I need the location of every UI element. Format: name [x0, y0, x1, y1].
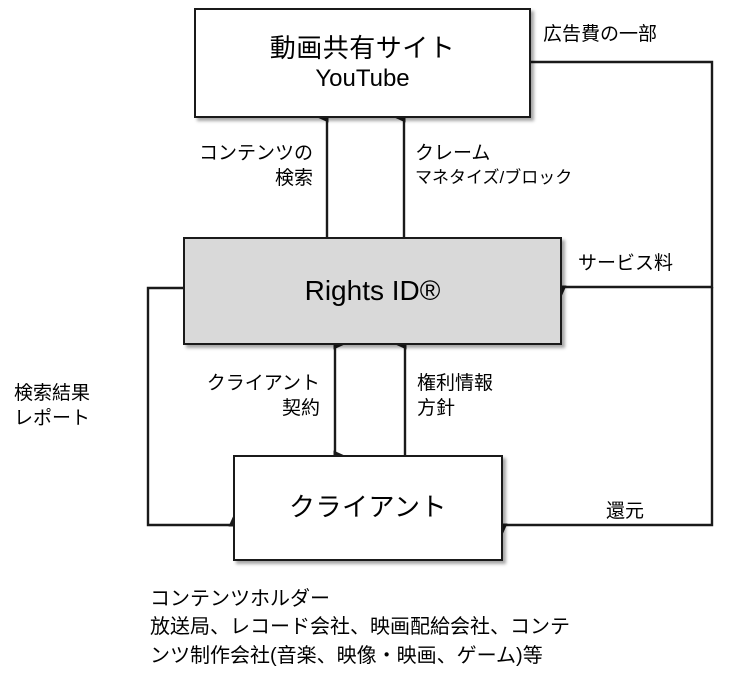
edge-label-client-contract: クライアント 契約: [170, 372, 320, 421]
edge-label-service-fee: サービス料: [578, 252, 738, 277]
edge-label-claim: クレーム マネタイズ/ブロック: [415, 142, 615, 189]
edge-label-rights-info-policy: 権利情報 方針: [417, 372, 567, 421]
edge-label-search-result-report: 検索結果 レポート: [14, 382, 154, 431]
edge-label-claim-sub: マネタイズ/ブロック: [415, 167, 573, 187]
edge-label-claim-main: クレーム: [415, 143, 491, 164]
edge-label-service-fee-main: サービス料: [578, 253, 674, 274]
edge-label-content-search: コンテンツの 検索: [158, 142, 313, 191]
node-rights-id[interactable]: Rights ID®: [183, 237, 562, 345]
edge-label-content-search-sub: 検索: [274, 167, 313, 189]
edge-label-rights-info-policy-main: 権利情報: [417, 373, 494, 394]
node-video-sharing-site-line1: 動画共有サイト: [269, 32, 456, 63]
edge-label-search-result-report-sub: レポート: [14, 407, 91, 429]
node-client-label: クライアント: [289, 492, 447, 523]
edge-label-search-result-report-main: 検索結果: [14, 383, 91, 404]
edge-label-content-search-main: コンテンツの: [198, 143, 313, 164]
node-rights-id-label: Rights ID®: [304, 275, 441, 307]
caption-line-2: 放送局、レコード会社、映画配給会社、コンテ: [150, 616, 570, 639]
edge-label-redistribution-main: 還元: [606, 501, 645, 522]
edge-label-ad-revenue-share: 広告費の一部: [543, 23, 733, 48]
caption-line-1: コンテンツホルダー: [150, 588, 330, 610]
node-video-sharing-site[interactable]: 動画共有サイト YouTube: [194, 8, 531, 118]
edge-label-rights-info-policy-sub: 方針: [417, 397, 456, 419]
edge-label-client-contract-main: クライアント: [206, 373, 320, 394]
caption-content-holder: コンテンツホルダー 放送局、レコード会社、映画配給会社、コンテ ンツ制作会社(音…: [150, 585, 730, 670]
node-video-sharing-site-line2: YouTube: [315, 65, 410, 93]
connector-search-result-report: [146, 286, 238, 527]
caption-line-3: ンツ制作会社(音楽、映像・映画、ゲーム)等: [150, 644, 543, 667]
edge-label-ad-revenue-share-main: 広告費の一部: [543, 24, 658, 45]
edge-label-redistribution: 還元: [606, 500, 716, 525]
connector-ad-revenue-share: [531, 60, 714, 296]
connector-service-fee: [498, 287, 714, 534]
node-client[interactable]: クライアント: [233, 455, 503, 561]
edge-label-client-contract-sub: 契約: [281, 397, 320, 419]
